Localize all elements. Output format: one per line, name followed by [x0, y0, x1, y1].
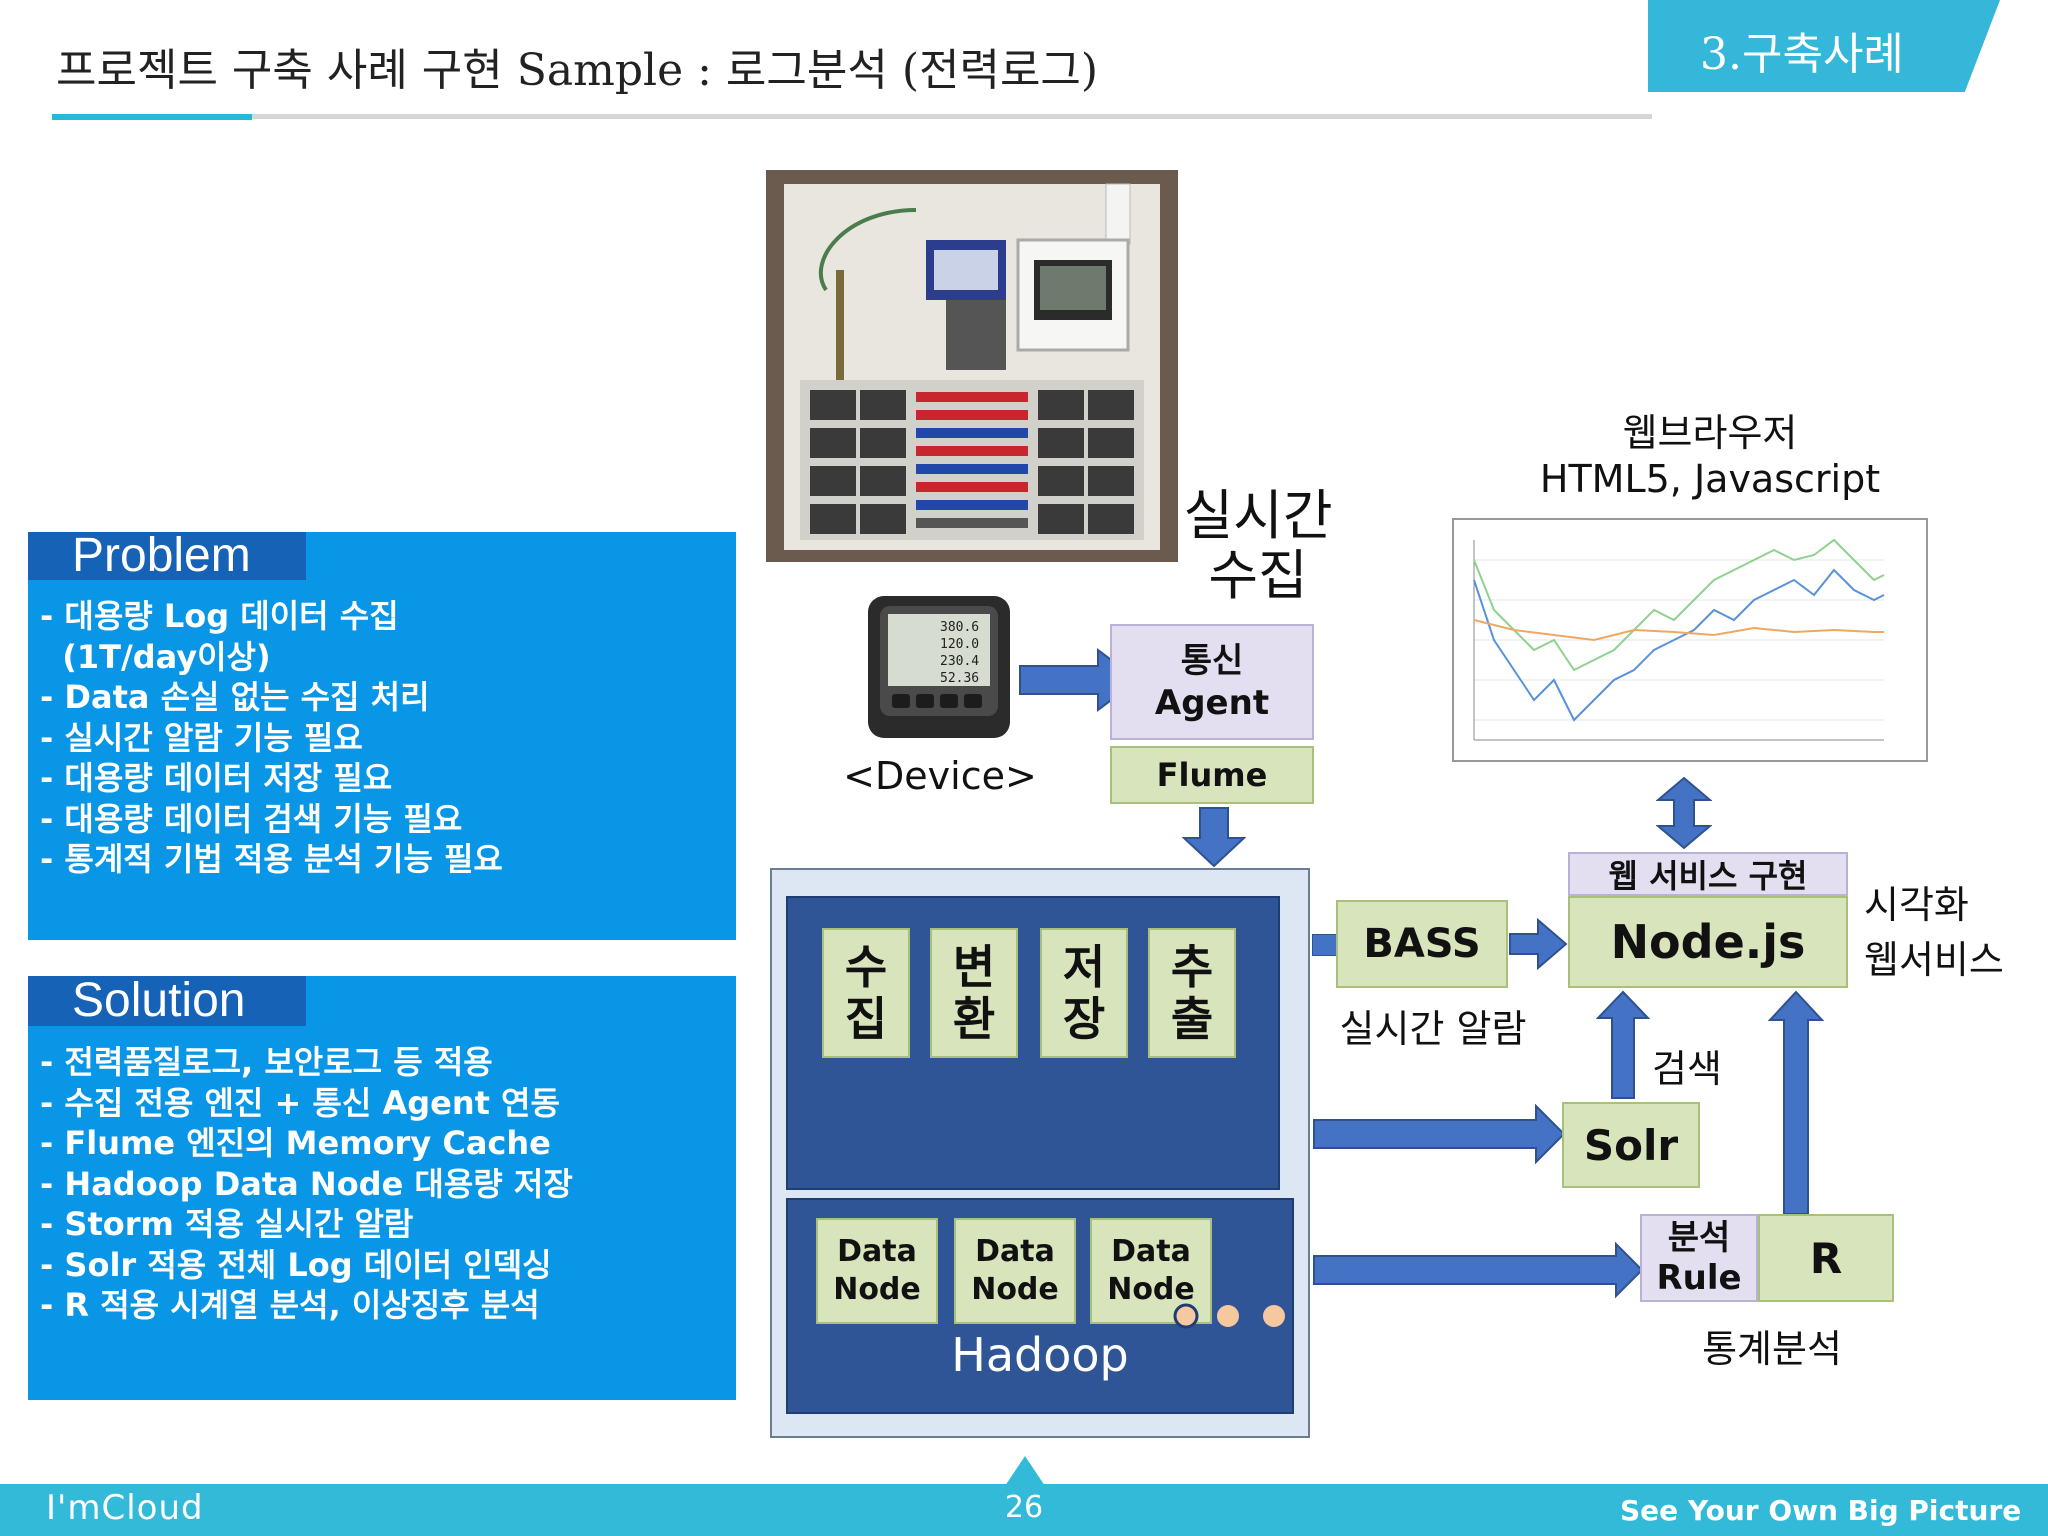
list-item: - 통계적 기법 적용 분석 기능 필요 [40, 840, 503, 878]
solr-box: Solr [1562, 1102, 1700, 1188]
meter-reading: 230.4 [940, 654, 979, 669]
stats-caption: 통계분석 [1702, 1327, 1842, 1371]
problem-tag: Problem [28, 532, 306, 580]
data-node-box: Data Node [954, 1218, 1076, 1324]
arrow-right-icon [1312, 1242, 1644, 1298]
list-item: - Data 손실 없는 수집 처리 [40, 678, 430, 716]
list-item: - Storm 적용 실시간 알람 [40, 1205, 414, 1243]
list-item: - Flume 엔진의 Memory Cache [40, 1124, 551, 1162]
section-tab [1648, 0, 2000, 92]
agent-box: 통신 Agent [1110, 624, 1314, 740]
search-caption: 검색 [1652, 1047, 1722, 1091]
power-meter-device: 380.6 120.0 230.4 52.36 [866, 594, 1012, 740]
arrow-right-icon [1312, 1104, 1566, 1164]
page-title: 프로젝트 구축 사례 구현 Sample : 로그분석 (전력로그) [56, 45, 1099, 96]
footer-bar [0, 1484, 2048, 1536]
list-item: - Solr 적용 전체 Log 데이터 인덱싱 [40, 1245, 552, 1284]
visual-web-caption: 시각화 웹서비스 [1864, 883, 2004, 982]
problem-panel [28, 532, 736, 940]
arrow-updown-icon [1656, 776, 1712, 850]
r-box: R [1758, 1214, 1894, 1302]
solution-tag: Solution [28, 976, 306, 1026]
title-divider-accent [52, 114, 252, 120]
data-node-box: Data Node [816, 1218, 938, 1324]
browser-chart-screenshot [1452, 518, 1928, 762]
page-number: 26 [1004, 1490, 1044, 1525]
arrow-up-icon [1768, 990, 1824, 1216]
stage-store: 저 장 [1040, 928, 1128, 1058]
web-service-header: 웹 서비스 구현 [1568, 852, 1848, 896]
hadoop-label: Hadoop [951, 1328, 1129, 1382]
electrical-panel-photo [766, 170, 1178, 562]
arrow-up-icon [1596, 990, 1650, 1100]
arrow-right-icon [1508, 918, 1568, 970]
ellipsis-dots-icon [1170, 1302, 1290, 1334]
nodejs-box: Node.js [1568, 896, 1848, 988]
stage-transform: 변 환 [930, 928, 1018, 1058]
list-item: - 대용량 데이터 검색 기능 필요 [40, 799, 463, 838]
footer-brand-logo: I'mCloud [46, 1488, 204, 1528]
problem-list: - 대용량 Log 데이터 수집 (1T/day이상) - Data 손실 없는… [40, 596, 503, 880]
bass-caption: 실시간 알람 [1339, 1007, 1527, 1051]
analysis-rule-box: 분석 Rule [1640, 1214, 1758, 1302]
list-item: - 전력품질로그, 보안로그 등 적용 [40, 1043, 493, 1081]
meter-reading: 120.0 [940, 637, 979, 652]
list-item: (1T/day이상) [40, 637, 271, 676]
footer-slogan: See Your Own Big Picture [1620, 1494, 2022, 1527]
realtime-collect-caption: 실시간 수집 [1183, 484, 1333, 607]
list-item: - 수집 전용 엔진 + 통신 Agent 연동 [40, 1083, 560, 1122]
list-item: - 대용량 Log 데이터 수집 [40, 597, 399, 635]
flume-box: Flume [1110, 746, 1314, 804]
arrow-down-icon [1182, 806, 1246, 868]
solution-list: - 전력품질로그, 보안로그 등 적용 - 수집 전용 엔진 + 통신 Agen… [40, 1042, 573, 1326]
meter-reading: 380.6 [940, 620, 979, 635]
meter-reading: 52.36 [940, 671, 979, 686]
list-item: - 대용량 데이터 저장 필요 [40, 759, 393, 797]
browser-caption: 웹브라우저 HTML5, Javascript [1539, 411, 1881, 501]
list-item: - 실시간 알람 기능 필요 [40, 718, 363, 757]
list-item: - R 적용 시계열 분석, 이상징후 분석 [40, 1286, 540, 1324]
stage-collect: 수 집 [822, 928, 910, 1058]
solution-panel [28, 976, 736, 1400]
list-item: - Hadoop Data Node 대용량 저장 [40, 1164, 573, 1203]
title-divider [52, 114, 1652, 119]
stage-extract: 추 출 [1148, 928, 1236, 1058]
bass-box: BASS [1336, 900, 1508, 988]
device-label: <Device> [843, 754, 1037, 798]
section-tab-label: 3.구축사례 [1700, 29, 1904, 80]
footer-notch [1005, 1456, 1045, 1486]
